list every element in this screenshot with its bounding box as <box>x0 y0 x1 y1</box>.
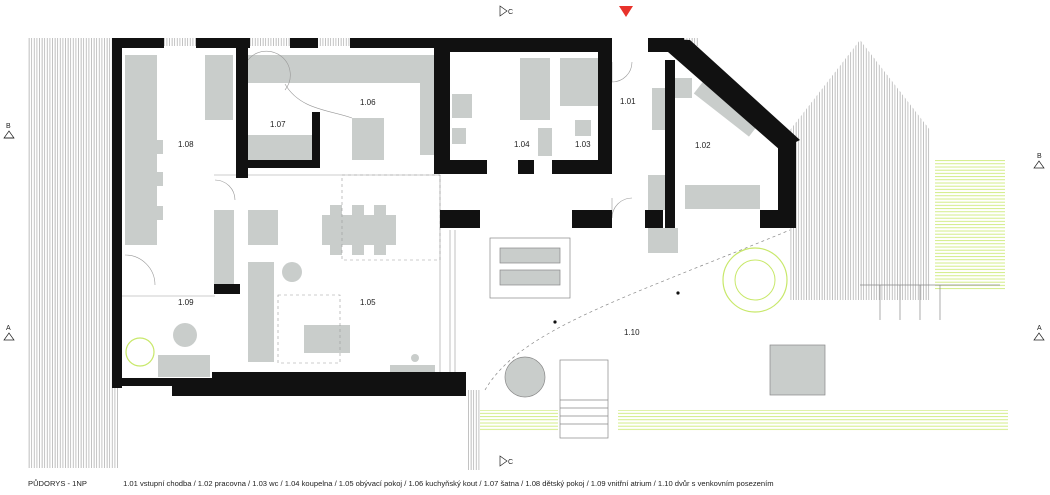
svg-text:A: A <box>6 325 11 332</box>
svg-text:B: B <box>6 123 11 130</box>
tree-right <box>722 247 788 313</box>
storage-1-07 <box>248 135 316 163</box>
hatch-top-left <box>118 38 448 46</box>
shoe-cabinet <box>652 88 665 130</box>
section-marker-right-B: B <box>1033 153 1045 169</box>
tv-stand <box>390 365 435 375</box>
bed-1-08 <box>125 55 157 245</box>
surrounding-terrain <box>28 38 930 470</box>
outdoor-planter <box>504 356 546 398</box>
svg-text:B: B <box>1037 153 1042 160</box>
section-markers: B A B A C C <box>3 5 1045 467</box>
section-marker-left-B: B <box>3 123 15 139</box>
kitchen-counter-side <box>420 55 438 155</box>
atrium-bench <box>158 355 210 377</box>
room-label-1-06: 1.06 <box>360 98 376 107</box>
courtyard-outline <box>484 229 1000 439</box>
section-marker-left-A: A <box>3 325 15 341</box>
dining-table <box>322 215 396 245</box>
sofa <box>248 262 274 362</box>
toilet-1-03 <box>575 120 591 136</box>
armchair-round <box>282 262 302 282</box>
wall-west <box>112 38 122 388</box>
terrace-steps <box>559 359 609 439</box>
outdoor-table <box>769 344 826 396</box>
wardrobe-1-08 <box>205 55 233 120</box>
walls <box>112 38 800 396</box>
section-marker-right-A: A <box>1033 325 1045 341</box>
furniture <box>125 55 767 377</box>
lawn-bottom-left <box>480 410 558 432</box>
entrance-marker-icon <box>619 6 633 17</box>
fireplace <box>648 228 678 253</box>
section-marker-top-C: C <box>499 5 513 17</box>
hatch-bottom <box>468 390 480 470</box>
caption: PŮDORYS - 1NP 1.01 vstupní chodba / 1.02… <box>28 479 774 488</box>
svg-text:C: C <box>508 459 513 466</box>
room-label-1-03: 1.03 <box>575 140 591 149</box>
room-label-1-07: 1.07 <box>270 120 286 129</box>
room-label-1-10: 1.10 <box>624 328 640 337</box>
lawn-right <box>935 160 1005 290</box>
room-labels: 1.01 1.02 1.03 1.04 1.05 1.06 1.07 1.08 … <box>178 97 711 337</box>
svg-text:A: A <box>1037 325 1042 332</box>
wall-north-east <box>648 38 800 150</box>
sideboard <box>248 210 278 245</box>
room-label-1-08: 1.08 <box>178 140 194 149</box>
wall-courtyard-left <box>440 210 480 228</box>
room-label-1-09: 1.09 <box>178 298 194 307</box>
room-label-1-04: 1.04 <box>514 140 530 149</box>
washbasin-1-04 <box>452 94 472 118</box>
daybed <box>489 237 571 299</box>
hatch-left <box>28 38 118 468</box>
bathtub <box>520 58 550 120</box>
wall-north-center <box>446 38 608 52</box>
cabinet-1-02 <box>648 175 670 210</box>
svg-text:C: C <box>508 9 513 16</box>
greenery <box>125 160 1008 432</box>
room-label-1-01: 1.01 <box>620 97 636 106</box>
room-label-1-05: 1.05 <box>360 298 376 307</box>
caption-legend: 1.01 vstupní chodba / 1.02 pracovna / 1.… <box>123 479 774 488</box>
tree-atrium <box>125 337 155 367</box>
coffee-table <box>304 325 350 353</box>
wall-1-07 <box>236 48 248 178</box>
toilet-1-04 <box>538 128 552 156</box>
level-point <box>676 291 680 295</box>
cabinet-1-05 <box>214 210 234 285</box>
atrium-chair <box>173 323 197 347</box>
caption-title: PŮDORYS - 1NP <box>28 479 87 488</box>
lawn-bottom-right <box>618 410 1008 432</box>
kitchen-island <box>352 118 384 160</box>
section-marker-bottom-C: C <box>499 455 513 467</box>
desk-1-02 <box>685 185 760 209</box>
hatch-roof-right <box>790 40 930 300</box>
room-label-1-02: 1.02 <box>695 141 711 150</box>
kitchen-counter <box>248 55 438 83</box>
wall-south <box>212 372 460 384</box>
